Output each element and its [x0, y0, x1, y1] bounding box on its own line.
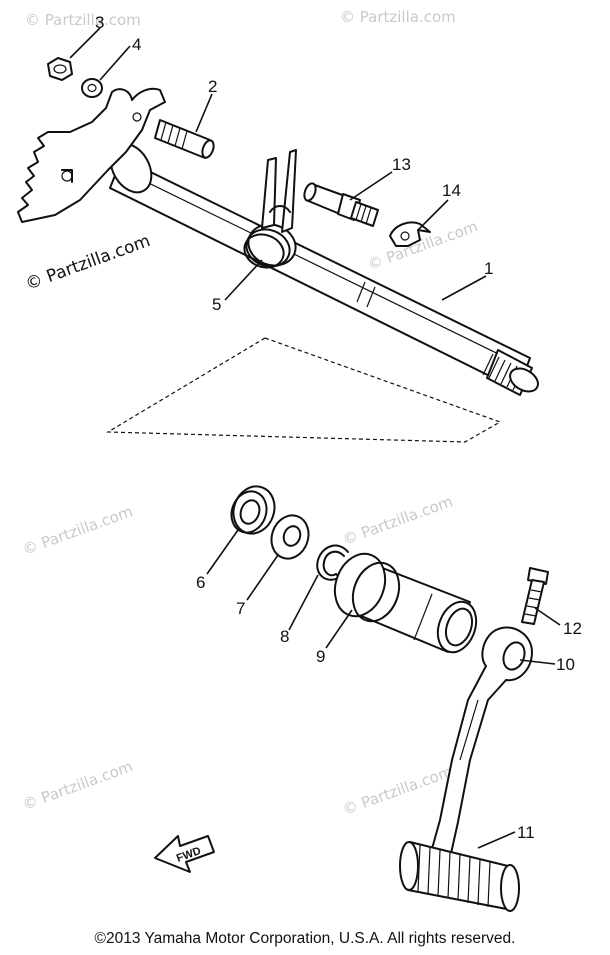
pivot-collar-9: [333, 552, 478, 654]
oil-seal-6: [230, 485, 276, 535]
washer-7: [270, 514, 310, 560]
callout-6: 6: [196, 573, 205, 592]
stud-bolt-2: [154, 119, 215, 159]
callout-9: 9: [316, 647, 325, 666]
shift-shaft: [109, 142, 539, 396]
washer-4: [81, 78, 103, 98]
pinch-bolt-12: [521, 567, 549, 625]
watermark: © Partzilla.com: [25, 11, 141, 29]
callout-4: 4: [132, 35, 141, 54]
nut-3: [47, 57, 73, 81]
watermark: © Partzilla.com: [340, 492, 455, 549]
leader-lines: [69, 27, 561, 849]
shift-arm-plate: [17, 87, 166, 223]
callout-11: 11: [517, 823, 535, 842]
copyright-notice: ©2013 Yamaha Motor Corporation, U.S.A. A…: [94, 930, 516, 947]
shift-pedal-11: [399, 626, 533, 912]
watermark-main: © Partzilla.com: [23, 231, 153, 295]
callout-12: 12: [563, 619, 582, 638]
callout-3: 3: [95, 13, 104, 32]
watermark: © Partzilla.com: [20, 757, 135, 814]
watermark: © Partzilla.com: [340, 762, 455, 819]
callout-14: 14: [442, 181, 461, 200]
callout-2: 2: [208, 77, 217, 96]
forward-arrow-icon: FWD: [154, 835, 215, 873]
callout-7: 7: [236, 599, 245, 618]
callout-8: 8: [280, 627, 289, 646]
return-spring-5: [243, 149, 297, 269]
callout-10: 10: [556, 655, 575, 674]
callout-numbers: 3 4 2 13 14 5 1 6 7 8 9 12 10 11: [95, 13, 582, 842]
callout-5: 5: [212, 295, 221, 314]
watermark: © Partzilla.com: [340, 8, 456, 26]
watermark: © Partzilla.com: [20, 502, 135, 559]
assembly-outline: [105, 337, 502, 443]
callout-13: 13: [392, 155, 411, 174]
callout-1: 1: [484, 259, 493, 278]
